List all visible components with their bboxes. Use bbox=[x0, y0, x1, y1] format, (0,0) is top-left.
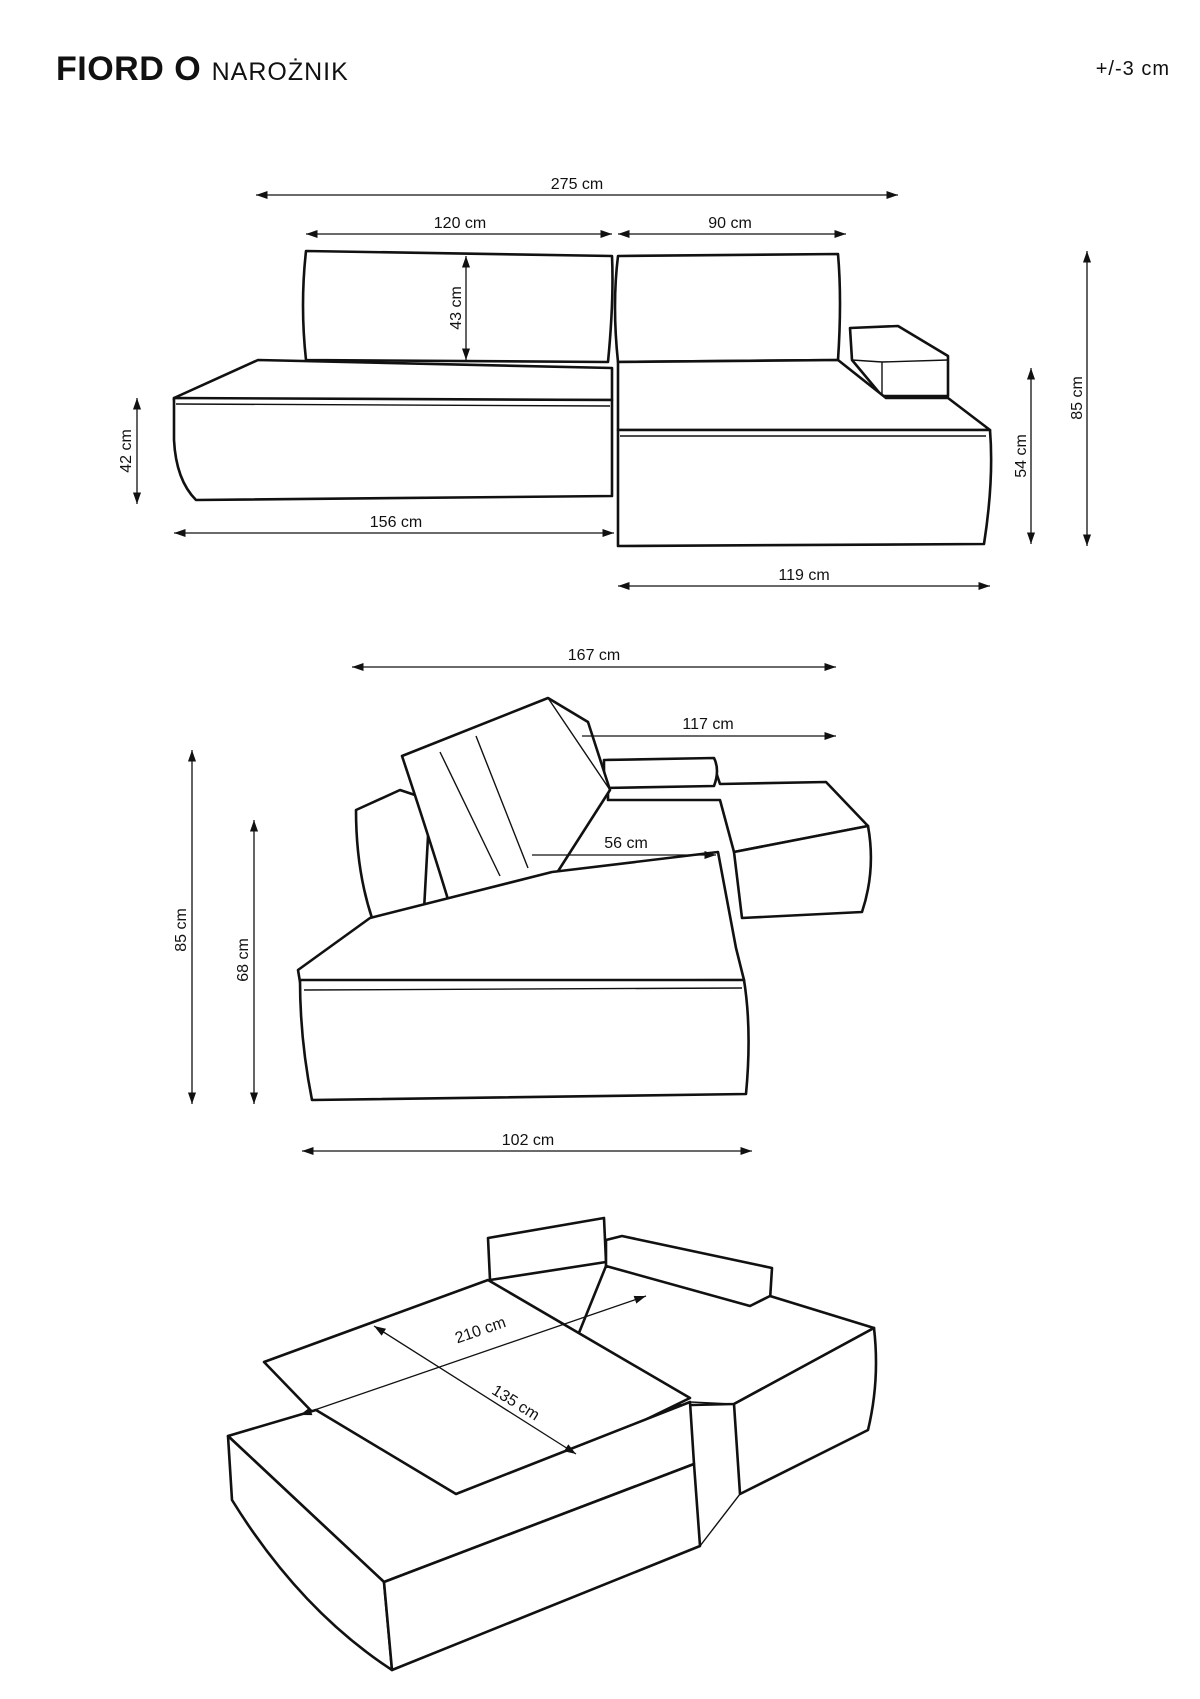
right-back-cushion bbox=[613, 252, 842, 364]
bed-front-block bbox=[226, 1434, 394, 1672]
side-depth-label: 102 cm bbox=[502, 1132, 554, 1149]
front-left-back-width-label: 120 cm bbox=[434, 215, 486, 232]
left-back-cushion bbox=[301, 249, 614, 364]
front-seat-height-label: 42 cm bbox=[118, 429, 135, 473]
side-chaise-armrest bbox=[602, 756, 719, 790]
side-chaise-front bbox=[732, 824, 873, 920]
side-armrest-height-label: 68 cm bbox=[235, 938, 252, 982]
side-total-depth-label: 167 cm bbox=[568, 647, 620, 664]
side-back-cushion bbox=[400, 696, 612, 908]
bed-view: 210 cm 135 cm bbox=[226, 1216, 878, 1672]
bed-back-panel bbox=[486, 1216, 608, 1282]
side-seat-front bbox=[298, 978, 750, 1102]
side-armrest bbox=[354, 788, 432, 920]
bed-chaise-side bbox=[732, 1326, 878, 1496]
front-chaise-height-label: 54 cm bbox=[1013, 434, 1030, 478]
product-type: NAROŻNIK bbox=[211, 58, 349, 86]
front-chaise-width-label: 119 cm bbox=[778, 567, 829, 584]
front-seat-width-label: 156 cm bbox=[370, 514, 422, 531]
side-total-height-label: 85 cm bbox=[173, 908, 190, 952]
front-right-back-width-label: 90 cm bbox=[708, 215, 752, 232]
left-seat-top bbox=[172, 358, 614, 402]
front-view: 275 cm 120 cm 90 cm 43 cm 42 cm 156 cm 1… bbox=[118, 176, 1092, 591]
left-seat-front bbox=[172, 396, 614, 502]
front-total-width-label: 275 cm bbox=[551, 176, 603, 193]
chaise-front bbox=[616, 428, 993, 548]
front-total-height-label: 85 cm bbox=[1069, 376, 1086, 420]
front-back-height-label: 43 cm bbox=[448, 286, 465, 330]
tolerance-note: +/-3 cm bbox=[1095, 58, 1170, 80]
side-seat-depth-label: 56 cm bbox=[604, 835, 648, 852]
side-chaise-depth-label: 117 cm bbox=[682, 716, 733, 733]
product-name: FIORD O bbox=[56, 50, 202, 88]
page-title: FIORD O NAROŻNIK bbox=[56, 50, 349, 89]
side-view: 167 cm 117 cm 56 cm 85 cm 68 cm 102 cm bbox=[173, 647, 873, 1156]
